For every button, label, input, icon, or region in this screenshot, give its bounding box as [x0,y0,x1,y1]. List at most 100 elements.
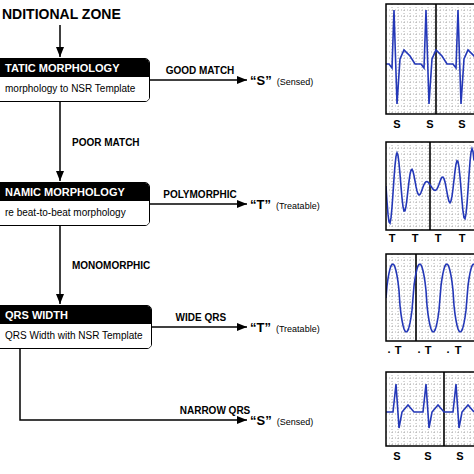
ecg-trace [386,149,474,224]
beat-marker: S [426,118,433,130]
grid-line [410,372,411,446]
process-box: NAMIC MORPHOLOGYre beat-to-beat morpholo… [0,182,150,226]
grid-line [422,142,423,230]
grid-line [434,254,435,341]
grid-line [386,432,474,433]
strip-border [386,4,474,114]
grid-line [386,58,474,59]
outcome-code: “T” [250,320,271,335]
grid-line [386,402,474,403]
grid-line [386,260,474,261]
grid-line [386,284,474,285]
grid-line [386,52,474,53]
grid-line [386,338,474,339]
edge-label: NARROW QRS [178,405,253,416]
flow-arrow [150,203,247,205]
ecg-strip [386,372,474,446]
outcome-name: (Treatable) [276,201,320,211]
grid-line [386,438,474,439]
ecg-strip [386,254,474,341]
grid-line [386,314,474,315]
box-heading: NAMIC MORPHOLOGY [0,183,149,201]
grid-line [386,408,474,409]
grid-line [446,372,447,446]
grid-line [386,10,474,11]
grid-line [452,142,453,230]
strip-divider [415,254,417,341]
grid-line [386,106,474,107]
edge-label: WIDE QRS [174,312,229,323]
grid-line [446,4,447,114]
outcome-name: (Treatable) [276,324,320,334]
grid-line [404,4,405,114]
grid-line [386,16,474,17]
flow-arrow [59,102,61,181]
strip-border [386,254,474,341]
grid-line [386,378,474,379]
ecg-strip [386,4,474,114]
grid-line [434,142,435,230]
strip-ground [386,142,474,230]
grid-line [452,372,453,446]
strip-border [386,372,474,446]
grid-line [386,390,474,391]
beat-marker: T [395,344,402,356]
grid-line [446,254,447,341]
beat-marker: . [446,343,449,355]
edge-label: POOR MATCH [70,137,142,148]
zone-heading: NDITIONAL ZONE [2,6,121,22]
grid-line [440,372,441,446]
beat-marker: S [458,118,465,130]
outcome-code: “T” [250,197,271,212]
grid-line [458,142,459,230]
ecg-trace [386,10,474,104]
outcome-text: “T” (Treatable) [250,197,320,212]
beat-marker: T [459,232,466,244]
grid-line [392,372,393,446]
grid-line [386,396,474,397]
outcome-text: “S”(Sensed) [250,73,313,88]
grid-line [440,4,441,114]
outcome-name: (Sensed) [277,77,314,87]
grid-line [470,4,471,114]
grid-line [404,142,405,230]
grid-line [422,4,423,114]
outcome-code: “S” [250,413,272,428]
strip-border [386,142,474,230]
edge-label: MONOMORPHIC [70,260,152,271]
beat-marker: S [393,118,400,130]
beat-marker: S [456,450,463,462]
box-body: morphology to NSR Template [0,77,149,101]
flow-arrow [152,326,247,328]
grid-line [422,372,423,446]
box-body: QRS Width with NSR Template [0,324,151,348]
outcome-name: (Sensed) [277,417,314,427]
beat-marker: T [455,344,462,356]
edge-label: GOOD MATCH [164,65,237,76]
outcome-text: “S” (Sensed) [250,413,313,428]
grid-line [470,254,471,341]
edge-label: POLYMORPHIC [161,189,239,200]
strip-divider [435,4,437,114]
beat-marker: T [412,232,419,244]
grid-line [386,40,474,41]
entry-arrow [59,25,61,57]
grid-line [386,308,474,309]
grid-line [452,4,453,114]
grid-line [416,254,417,341]
ecg-strip [386,142,474,230]
strip-ground [386,372,474,446]
beat-marker: . [387,343,390,355]
grid-line [386,112,474,113]
grid-line [398,254,399,341]
ecg-trace [386,384,474,428]
grid-line [464,254,465,341]
grid-line [440,142,441,230]
flow-arrow [150,79,247,81]
ecg-trace [386,264,474,332]
grid-line [386,46,474,47]
grid-line [386,320,474,321]
grid-line [416,4,417,114]
flow-arrow [59,226,61,304]
